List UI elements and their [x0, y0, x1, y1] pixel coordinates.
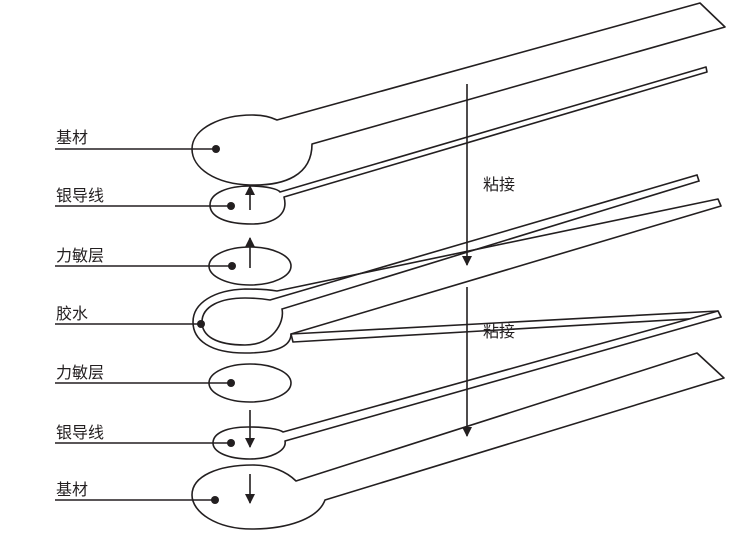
process-label: 粘接 [483, 322, 515, 341]
layer-force-sensitive-top: 力敏层 [55, 237, 292, 286]
silver-wire-top-shape [209, 66, 708, 225]
bonding-step-upper: 粘接 [462, 84, 515, 266]
layer-label: 力敏层 [56, 363, 104, 382]
layer-label: 基材 [56, 128, 88, 147]
layer-silver-wire-top: 银导线 [55, 66, 708, 225]
layer-glue: 胶水 [55, 174, 722, 354]
process-label: 粘接 [483, 175, 515, 194]
layer-label: 基材 [56, 480, 88, 499]
layer-label: 银导线 [56, 423, 104, 442]
substrate-top-shape [191, 2, 726, 186]
layer-substrate-bottom: 基材 [55, 352, 725, 530]
layer-label: 胶水 [56, 304, 88, 323]
bonding-step-lower: 粘接 [462, 287, 515, 437]
layer-label: 银导线 [56, 186, 104, 205]
substrate-bottom-shape [191, 352, 725, 530]
layer-label: 力敏层 [56, 246, 104, 265]
layer-force-sensitive-bottom: 力敏层 [55, 363, 292, 403]
glue-shape-outer [192, 198, 722, 354]
layer-substrate-top: 基材 [55, 2, 726, 186]
